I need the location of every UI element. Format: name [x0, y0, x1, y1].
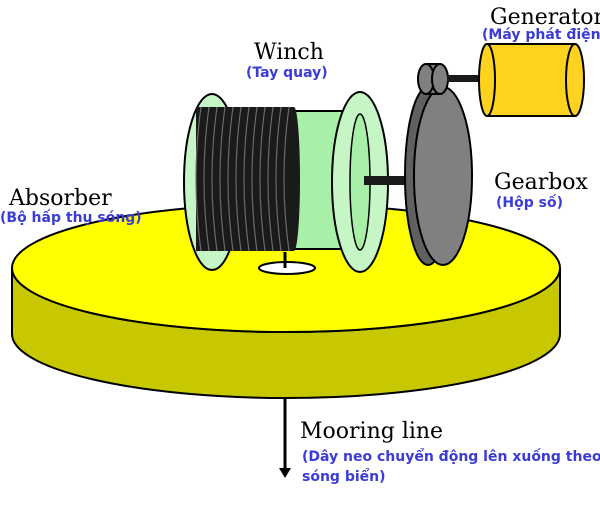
- absorber-label-vi: (Bộ hấp thụ sóng): [0, 210, 142, 226]
- mooring-line-label-vi-2: sóng biển): [302, 469, 386, 485]
- winch-label: Winch: [254, 40, 324, 65]
- generator: [478, 43, 585, 117]
- absorber-label: Absorber: [9, 186, 112, 211]
- winch-label-vi: (Tay quay): [246, 65, 328, 81]
- gearbox-label: Gearbox: [494, 170, 588, 195]
- mooring-line-label-vi-1: (Dây neo chuyển động lên xuống theo: [302, 449, 600, 465]
- generator-label: Generator: [490, 5, 600, 30]
- winch-cable: [195, 106, 300, 252]
- winch-shaft: [364, 176, 412, 185]
- generator-shaft: [447, 75, 487, 82]
- generator-label-vi: (Máy phát điện): [482, 27, 600, 43]
- mooring-line-label: Mooring line: [300, 419, 444, 444]
- gearbox-label-vi: (Hộp số): [496, 195, 563, 211]
- winch: [183, 91, 389, 273]
- gearbox: [404, 63, 473, 266]
- mooring-hole: [258, 261, 316, 275]
